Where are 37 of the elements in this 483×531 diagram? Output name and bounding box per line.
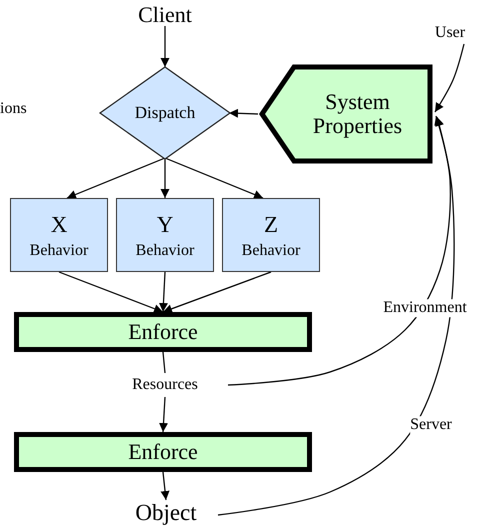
node-text: Behavior [242,240,300,261]
node-label: Resources [106,373,224,397]
arrow [160,26,170,67]
process-box [116,198,214,272]
text-label: ions [0,100,27,118]
edge-label: Environment [383,299,467,317]
node-label: Client [120,0,210,30]
arrow [162,271,272,314]
pentagon-box [258,64,433,164]
node-label: Object [118,497,214,529]
arrow [218,116,455,516]
process-box [10,198,108,272]
node-title: X [50,210,68,239]
arrow [434,44,465,112]
arrow [228,116,451,386]
node-text: Behavior [136,240,194,261]
node-title: Y [156,210,174,239]
node-label: User [422,22,478,44]
node-text: Behavior [30,240,88,261]
node-title: Z [264,210,278,239]
arrow [58,271,164,313]
edge-label: Server [410,416,452,434]
node-text: System Properties [312,90,404,138]
arrow [66,157,166,199]
arrow [160,472,170,500]
process-bar [14,432,312,472]
node-text: Enforce [128,440,198,464]
arrow [160,158,170,198]
arrow [228,108,258,118]
process-bar [14,312,312,352]
decision-diamond [100,67,230,159]
arrow [159,396,168,432]
arrow [164,157,264,199]
arrow [158,272,168,312]
process-box [222,198,320,272]
node-text: Enforce [128,320,198,344]
node-text: Dispatch [134,104,196,122]
